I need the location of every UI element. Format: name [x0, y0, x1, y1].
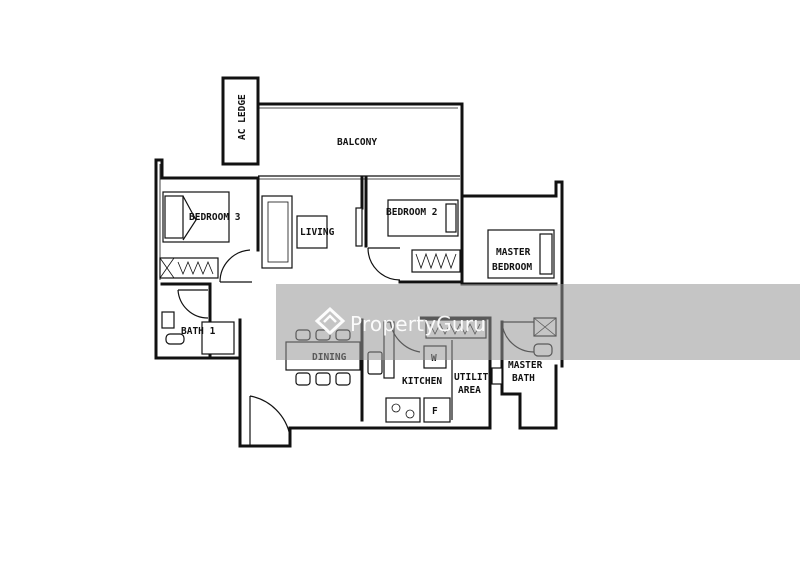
kitchen-label: KITCHEN [402, 376, 442, 387]
hob-ring-2 [405, 409, 415, 419]
living-label: LIVING [300, 227, 335, 238]
bed3-wardrobe [159, 257, 219, 279]
outer-wall-west [154, 158, 492, 448]
fridge-label: F [432, 406, 438, 417]
watermark-text: PropertyGuru [350, 312, 487, 336]
outer-wall-north-bed3 [154, 158, 260, 180]
master-bedroom-label-2: BEDROOM [492, 262, 532, 273]
bed2-pillow [445, 203, 457, 233]
bedroom2-label: BEDROOM 2 [386, 207, 437, 218]
ac-ledge-box [221, 76, 260, 166]
dining-chair-5 [315, 372, 331, 386]
balcony-wall [256, 102, 464, 176]
entrance-door [249, 395, 291, 446]
propertyguru-house-icon [314, 306, 346, 336]
bath1-door [177, 289, 209, 319]
bath1-wc [165, 333, 185, 345]
bed3-sheet [182, 195, 197, 241]
living-sofa [261, 195, 293, 269]
hob-ring-1 [391, 403, 401, 413]
kitchen-fridge [423, 397, 451, 423]
living-sofa-seat [267, 201, 289, 263]
master-bath-shower [491, 367, 503, 385]
living-shelf [355, 207, 363, 247]
bed2-wardrobe-hangers [415, 252, 457, 270]
utility-label-1: UTILITY [454, 372, 494, 383]
outer-wall-mbath [500, 364, 558, 430]
master-bedroom-label-1: MASTER [496, 247, 531, 258]
master-bath-label-1: MASTER [508, 360, 543, 371]
bed3-pillow [164, 195, 184, 239]
bath1-shower [161, 311, 175, 329]
dining-chair-4 [295, 372, 311, 386]
utility-label-2: AREA [458, 385, 481, 396]
master-pillow [539, 233, 553, 275]
kitchen-hob [385, 397, 421, 423]
outer-wall-master [460, 180, 564, 368]
bed2-door [367, 247, 401, 281]
master-bath-label-2: BATH [512, 373, 535, 384]
ac-ledge-label: AC LEDGE [237, 94, 248, 140]
watermark-overlay [276, 284, 800, 360]
bed2-wardrobe [411, 249, 461, 273]
bath1-vanity [201, 321, 235, 355]
bath1-label: BATH 1 [181, 326, 216, 337]
bed3-door [219, 249, 252, 283]
bed3-wardrobe-hangers [159, 257, 214, 279]
dining-chair-6 [335, 372, 351, 386]
balcony-label: BALCONY [337, 137, 377, 148]
bedroom3-label: BEDROOM 3 [189, 212, 241, 223]
living-tv [296, 215, 328, 249]
